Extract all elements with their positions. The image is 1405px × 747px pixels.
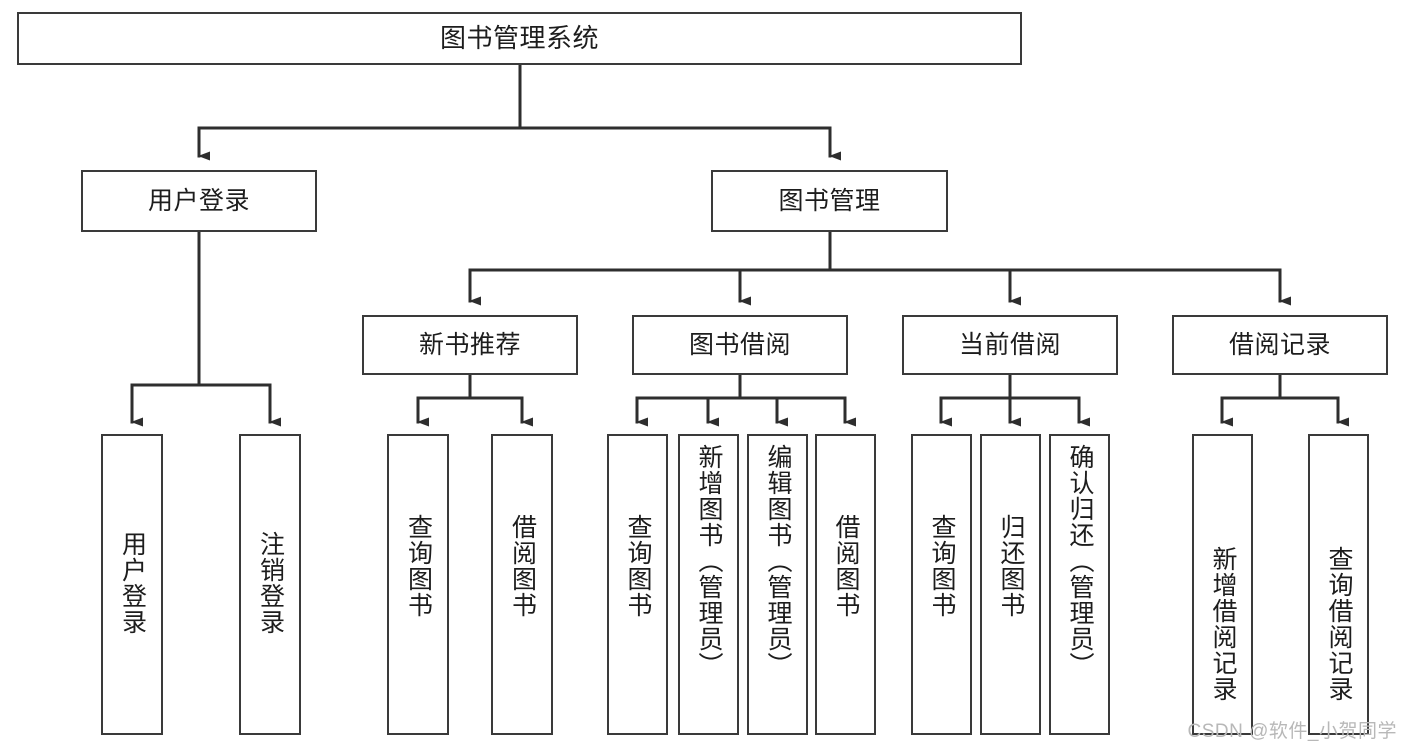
node-user-login-label: 用户登录 <box>147 187 250 215</box>
node-book-borrow[interactable]: 图书借阅 <box>632 315 848 375</box>
node-leaf-return-book-label: 归还图书 <box>997 514 1025 618</box>
node-leaf-return-book[interactable]: 归还图书 <box>980 434 1041 735</box>
node-leaf-borrow-book-1[interactable]: 借阅图书 <box>491 434 553 735</box>
node-leaf-borrow-book-1-label: 借阅图书 <box>508 514 537 618</box>
node-leaf-query-book-1-label: 查询图书 <box>404 514 433 618</box>
node-leaf-logout[interactable]: 注销登录 <box>239 434 301 735</box>
node-leaf-query-book-2-label: 查询图书 <box>624 514 652 618</box>
node-root[interactable]: 图书管理系统 <box>17 12 1022 65</box>
node-leaf-borrow-book-2-label: 借阅图书 <box>832 514 860 618</box>
node-leaf-user-login-label: 用户登录 <box>118 531 147 635</box>
node-new-book-rec[interactable]: 新书推荐 <box>362 315 578 375</box>
node-borrow-record[interactable]: 借阅记录 <box>1172 315 1388 375</box>
csdn-watermark: CSDN @软件_小贺同学 <box>1187 721 1397 742</box>
node-root-label: 图书管理系统 <box>439 22 599 53</box>
node-leaf-logout-label: 注销登录 <box>256 531 285 635</box>
node-leaf-add-book[interactable]: 新增图书（管理员） <box>678 434 739 735</box>
node-leaf-add-record-label: 新增借阅记录 <box>1209 546 1237 702</box>
node-leaf-user-login[interactable]: 用户登录 <box>101 434 163 735</box>
node-leaf-query-record[interactable]: 查询借阅记录 <box>1308 434 1369 735</box>
node-leaf-confirm-return-label: 确认归还（管理员） <box>1066 444 1094 678</box>
node-leaf-confirm-return[interactable]: 确认归还（管理员） <box>1049 434 1110 735</box>
node-current-borrow-label: 当前借阅 <box>958 331 1061 359</box>
node-user-login[interactable]: 用户登录 <box>81 170 317 232</box>
node-book-manage[interactable]: 图书管理 <box>711 170 948 232</box>
node-leaf-add-book-label: 新增图书（管理员） <box>695 444 723 678</box>
node-leaf-borrow-book-2[interactable]: 借阅图书 <box>815 434 876 735</box>
node-borrow-record-label: 借阅记录 <box>1228 331 1331 359</box>
node-leaf-query-record-label: 查询借阅记录 <box>1325 546 1353 702</box>
node-leaf-query-book-1[interactable]: 查询图书 <box>387 434 449 735</box>
node-book-borrow-label: 图书借阅 <box>688 331 791 359</box>
node-leaf-edit-book-label: 编辑图书（管理员） <box>764 444 792 678</box>
node-leaf-edit-book[interactable]: 编辑图书（管理员） <box>747 434 808 735</box>
node-book-manage-label: 图书管理 <box>778 187 881 215</box>
node-new-book-rec-label: 新书推荐 <box>418 331 521 359</box>
node-leaf-add-record[interactable]: 新增借阅记录 <box>1192 434 1253 735</box>
node-current-borrow[interactable]: 当前借阅 <box>902 315 1118 375</box>
node-leaf-query-book-3[interactable]: 查询图书 <box>911 434 972 735</box>
node-leaf-query-book-2[interactable]: 查询图书 <box>607 434 668 735</box>
node-leaf-query-book-3-label: 查询图书 <box>928 514 956 618</box>
